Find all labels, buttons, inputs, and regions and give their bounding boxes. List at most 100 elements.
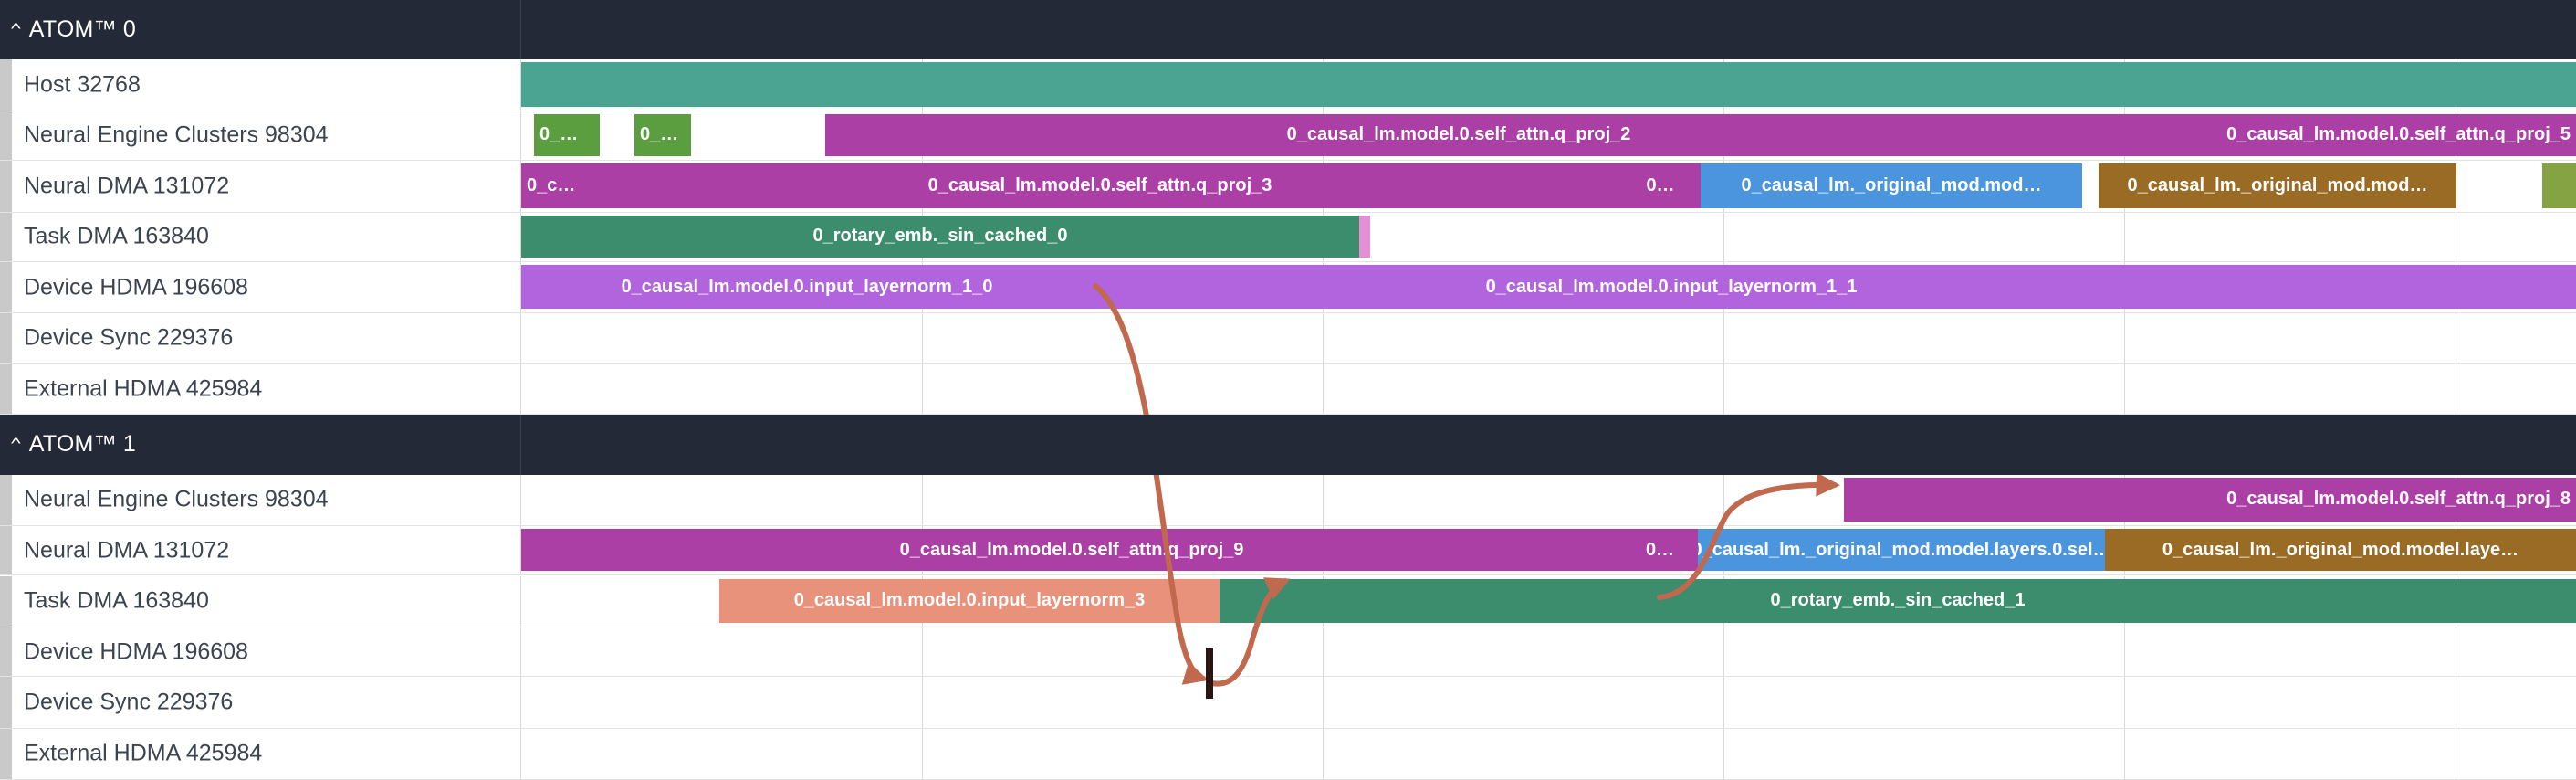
chevron-up-icon[interactable]: ^ — [11, 20, 21, 37]
timeline-slice[interactable] — [2250, 265, 2576, 310]
track-canvas[interactable]: 0_… 0_… 0_causal_lm.model.0.self_attn.q_pr… — [521, 111, 2576, 161]
track-name: External HDMA 425984 — [24, 375, 263, 402]
track-name: Device HDMA 196608 — [24, 638, 248, 665]
track-canvas[interactable] — [521, 363, 2576, 415]
track-name-divider — [520, 212, 521, 262]
slice-label: 0_causal_lm._original_mod.mod… — [2127, 174, 2428, 195]
track-name: Host 32768 — [24, 71, 141, 98]
grid-line — [2124, 677, 2125, 728]
grid-line — [1323, 627, 1324, 677]
track-canvas[interactable]: 0_causal_lm.model.0.input_layernorm_3 0_r… — [521, 575, 2576, 627]
track-canvas[interactable]: 0_causal_lm.model.0.self_attn.q_proj_9 0…… — [521, 525, 2576, 575]
timeline-slice[interactable]: 0_causal_lm.model.0.self_attn.q_proj_9 — [521, 528, 1622, 572]
grid-line — [2124, 313, 2125, 363]
track-drag-handle[interactable] — [0, 262, 12, 313]
grid-line — [2124, 363, 2125, 415]
track-name: External HDMA 425984 — [24, 740, 263, 766]
timeline-slice[interactable]: 0_causal_lm._original_mod.model.laye… — [2105, 528, 2576, 572]
track-row: Neural Engine Clusters 98304 0_… 0_… 0_caus… — [0, 111, 2576, 162]
slice-label: 0_causal_lm._original_mod.mod… — [1741, 174, 2042, 195]
grid-line — [922, 313, 923, 363]
timeline-slice[interactable]: 0_c… — [521, 163, 580, 208]
track-drag-handle[interactable] — [0, 575, 12, 627]
timeline-slice[interactable]: 0_causal_lm.model.0.input_layernorm_1_0 — [521, 265, 1093, 310]
grid-line — [2124, 212, 2125, 262]
track-drag-handle[interactable] — [0, 525, 12, 575]
track-drag-handle[interactable] — [0, 212, 12, 262]
track-row: External HDMA 425984 — [0, 363, 2576, 416]
track-name-divider — [520, 59, 521, 111]
track-name-divider — [520, 525, 521, 575]
track-canvas[interactable] — [521, 728, 2576, 779]
timeline-slice[interactable]: 0_causal_lm.model.0.self_attn.q_proj_3 — [580, 163, 1620, 208]
track-canvas[interactable] — [521, 677, 2576, 728]
track-drag-handle[interactable] — [0, 363, 12, 415]
grid-line — [1723, 627, 1724, 677]
track-name-divider — [520, 677, 521, 728]
track-name-divider — [520, 161, 521, 212]
timeline-slice[interactable]: 0_causal_lm.model.0.self_attn.q_proj_2 — [825, 113, 2092, 157]
track-name-divider — [520, 363, 521, 415]
slice-label: 0_causal_lm._original_mod.model.laye… — [2162, 539, 2519, 560]
timeline-slice[interactable]: 0_rotary_emb._sin_cached_0 — [521, 215, 1359, 258]
grid-line — [1323, 728, 1324, 779]
track-canvas[interactable]: 0_causal_lm.model.0.input_layernorm_1_0 0… — [521, 262, 2576, 313]
timeline-slice[interactable]: 0… — [1620, 163, 1701, 208]
slice-label: 0_causal_lm.model.0.self_attn.q_proj_8 — [2226, 489, 2571, 510]
track-canvas[interactable] — [521, 313, 2576, 363]
track-row: Device HDMA 196608 0_causal_lm.model.0.in… — [0, 262, 2576, 314]
track-canvas[interactable] — [521, 59, 2576, 111]
track-drag-handle[interactable] — [0, 677, 12, 728]
track-drag-handle[interactable] — [0, 59, 12, 111]
timeline-slice[interactable] — [1359, 215, 1370, 258]
track-name: Task DMA 163840 — [24, 587, 209, 614]
track-name: Task DMA 163840 — [24, 223, 209, 249]
track-canvas[interactable]: 0_rotary_emb._sin_cached_0 — [521, 212, 2576, 262]
track-name: Device HDMA 196608 — [24, 274, 248, 300]
grid-line — [1323, 677, 1324, 728]
slice-label: 0_… — [640, 124, 679, 145]
grid-line — [2124, 627, 2125, 677]
device-sync-marker[interactable] — [1206, 648, 1213, 699]
timeline-slice[interactable]: 0_causal_lm._original_mod.model.layers.0… — [1698, 528, 2105, 572]
grid-line — [1723, 728, 1724, 779]
slice-label: 0_causal_lm.model.0.self_attn.q_proj_2 — [1286, 124, 1631, 145]
timeline-slice[interactable]: 0… — [1622, 528, 1698, 572]
track-drag-handle[interactable] — [0, 728, 12, 779]
timeline-slice[interactable]: 0_causal_lm.model.0.self_attn.q_proj_8 — [1844, 477, 2576, 522]
timeline-slice[interactable]: 0_causal_lm.model.0.self_attn.q_proj_5 — [2092, 113, 2576, 157]
track-canvas[interactable]: 0_causal_lm.model.0.self_attn.q_proj_8 — [521, 474, 2576, 525]
track-name-divider — [520, 474, 521, 525]
timeline-slice[interactable]: 0_causal_lm._original_mod.mod… — [2099, 163, 2456, 208]
track-drag-handle[interactable] — [0, 627, 12, 677]
track-drag-handle[interactable] — [0, 161, 12, 212]
timeline-slice[interactable]: 0_rotary_emb._sin_cached_1 — [1220, 578, 2576, 623]
track-row: Host 32768 — [0, 59, 2576, 111]
group-header-atom0[interactable]: ^ATOM™ 0 — [0, 0, 2576, 60]
track-name-divider — [520, 575, 521, 627]
track-name: Neural Engine Clusters 98304 — [24, 121, 329, 148]
timeline-slice[interactable]: 0_causal_lm.model.0.input_layernorm_3 — [719, 578, 1220, 623]
timeline-slice[interactable]: 0_causal_lm.model.0.input_layernorm_1_1 — [1093, 265, 2250, 310]
slice-label: 0_causal_lm.model.0.self_attn.q_proj_5 — [2226, 124, 2571, 145]
group-header-atom1[interactable]: ^ATOM™ 1 — [0, 415, 2576, 475]
timeline-slice[interactable] — [521, 62, 2576, 107]
track-drag-handle[interactable] — [0, 111, 12, 161]
track-canvas[interactable] — [521, 627, 2576, 677]
slice-label: 0_causal_lm.model.0.input_layernorm_3 — [793, 590, 1146, 611]
track-drag-handle[interactable] — [0, 474, 12, 525]
track-drag-handle[interactable] — [0, 313, 12, 363]
timeline-slice[interactable]: 0_causal_lm._original_mod.mod… — [1701, 163, 2082, 208]
track-row: Device Sync 229376 — [0, 313, 2576, 364]
timeline-slice[interactable]: 0_… — [634, 113, 691, 157]
chevron-up-icon[interactable]: ^ — [11, 435, 21, 453]
slice-label: 0_causal_lm.model.0.input_layernorm_1_0 — [621, 276, 993, 297]
timeline-slice[interactable]: 0_… — [534, 113, 600, 157]
track-canvas[interactable]: 0_c…0_causal_lm.model.0.self_attn.q_proj… — [521, 161, 2576, 212]
track-row: Device HDMA 196608 — [0, 627, 2576, 678]
grid-line — [922, 677, 923, 728]
timeline-slice[interactable] — [2542, 163, 2576, 208]
slice-label: 0… — [1645, 539, 1675, 560]
